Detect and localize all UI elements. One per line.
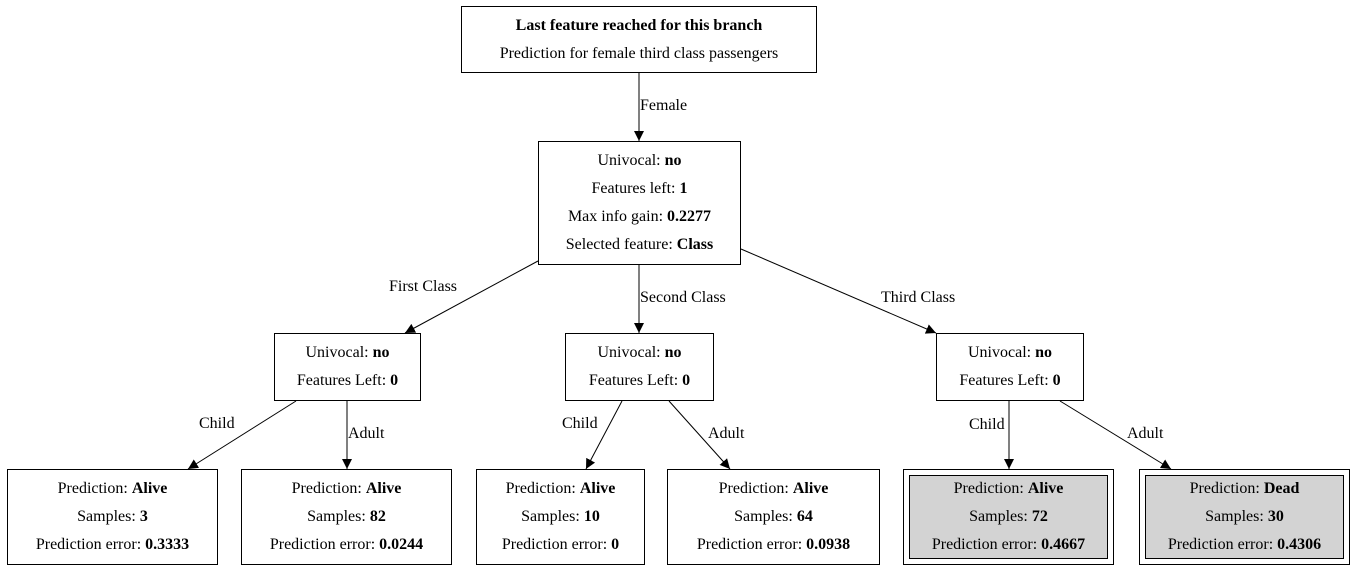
univocal-label: Univocal: [597, 344, 665, 361]
univocal-label: Univocal: [305, 344, 373, 361]
selected-feature-label: Selected feature: [565, 236, 677, 253]
edge-label-adult-3: Adult [1127, 425, 1164, 442]
prediction-error-label: Prediction error: [696, 536, 807, 553]
univocal-label: Univocal: [968, 344, 1036, 361]
samples-value: 3 [139, 508, 148, 525]
prediction-label: Prediction: [953, 480, 1028, 497]
prediction-error-label: Prediction error: [1167, 536, 1278, 553]
edge-third-class [740, 248, 937, 334]
features-left-label: Features Left: [296, 372, 391, 389]
root-subtitle: Prediction for female third class passen… [499, 44, 779, 62]
prediction-value: Dead [1263, 480, 1300, 497]
univocal-value: no [1035, 344, 1052, 361]
edge-label-adult-1: Adult [348, 425, 385, 442]
edge-adult-2 [668, 400, 731, 470]
prediction-error-value: 0.3333 [145, 536, 190, 553]
leaf-third-child: Prediction: Alive Samples: 72 Prediction… [903, 469, 1114, 565]
prediction-value: Alive [792, 480, 829, 497]
edge-label-first-class: First Class [389, 278, 458, 295]
root-node: Last feature reached for this branch Pre… [461, 6, 817, 73]
prediction-error-value: 0.4306 [1277, 536, 1322, 553]
samples-label: Samples: [77, 508, 140, 525]
leaf-first-adult: Prediction: Alive Samples: 82 Prediction… [241, 469, 452, 565]
features-left-value: 0 [1052, 372, 1061, 389]
second-class-node: Univocal: no Features Left: 0 [565, 333, 714, 401]
prediction-error-label: Prediction error: [35, 536, 146, 553]
first-class-node: Univocal: no Features Left: 0 [274, 333, 421, 401]
leaf-first-child: Prediction: Alive Samples: 3 Prediction … [7, 469, 218, 565]
leaf-third-adult: Prediction: Dead Samples: 30 Prediction … [1139, 469, 1350, 565]
features-left-value: 0 [682, 372, 691, 389]
prediction-error-label: Prediction error: [269, 536, 380, 553]
edge-label-child-3: Child [969, 416, 1005, 433]
prediction-label: Prediction: [1189, 480, 1264, 497]
prediction-error-value: 0.0938 [806, 536, 851, 553]
prediction-error-value: 0.0244 [379, 536, 424, 553]
class-split-node: Univocal: no Features left: 1 Max info g… [538, 141, 741, 265]
edge-label-second-class: Second Class [640, 289, 726, 306]
prediction-label: Prediction: [57, 480, 132, 497]
prediction-value: Alive [579, 480, 616, 497]
samples-value: 72 [1031, 508, 1048, 525]
samples-value: 82 [369, 508, 386, 525]
edge-label-third-class: Third Class [881, 289, 956, 306]
max-info-gain-label: Max info gain: [567, 208, 668, 225]
samples-label: Samples: [734, 508, 797, 525]
edge-label-adult-2: Adult [708, 425, 745, 442]
samples-label: Samples: [1205, 508, 1268, 525]
prediction-error-value: 0 [611, 536, 620, 553]
prediction-value: Alive [1027, 480, 1064, 497]
edge-child-2 [585, 400, 623, 470]
samples-value: 30 [1267, 508, 1284, 525]
leaf-second-child: Prediction: Alive Samples: 10 Prediction… [476, 469, 645, 565]
features-left-value: 0 [390, 372, 399, 389]
features-left-value: 1 [679, 180, 688, 197]
third-class-node: Univocal: no Features Left: 0 [936, 333, 1084, 401]
edge-label-child-2: Child [562, 415, 598, 432]
edge-label-child-1: Child [199, 415, 235, 432]
selected-feature-value: Class [676, 236, 714, 253]
univocal-value: no [372, 344, 390, 361]
features-left-label: Features Left: [959, 372, 1053, 389]
prediction-label: Prediction: [505, 480, 580, 497]
prediction-value: Alive [365, 480, 402, 497]
edge-label-female: Female [640, 97, 688, 114]
univocal-value: no [664, 152, 682, 169]
prediction-error-label: Prediction error: [931, 536, 1042, 553]
prediction-label: Prediction: [291, 480, 366, 497]
prediction-error-label: Prediction error: [501, 536, 612, 553]
samples-value: 64 [796, 508, 813, 525]
samples-value: 10 [583, 508, 600, 525]
leaf-second-adult: Prediction: Alive Samples: 64 Prediction… [667, 469, 880, 565]
root-title: Last feature reached for this branch [515, 16, 763, 34]
prediction-label: Prediction: [718, 480, 793, 497]
samples-label: Samples: [521, 508, 584, 525]
edge-child-1 [187, 400, 297, 470]
features-left-label: Features Left: [588, 372, 683, 389]
highlight-panel: Prediction: Alive Samples: 72 Prediction… [909, 475, 1108, 559]
univocal-label: Univocal: [597, 152, 665, 169]
univocal-value: no [664, 344, 682, 361]
highlight-panel: Prediction: Dead Samples: 30 Prediction … [1145, 475, 1344, 559]
edge-first-class [404, 260, 539, 334]
features-left-label: Features left: [591, 180, 680, 197]
prediction-value: Alive [131, 480, 168, 497]
edge-adult-3 [1059, 400, 1172, 470]
prediction-error-value: 0.4667 [1041, 536, 1086, 553]
max-info-gain-value: 0.2277 [667, 208, 712, 225]
samples-label: Samples: [969, 508, 1032, 525]
samples-label: Samples: [307, 508, 370, 525]
